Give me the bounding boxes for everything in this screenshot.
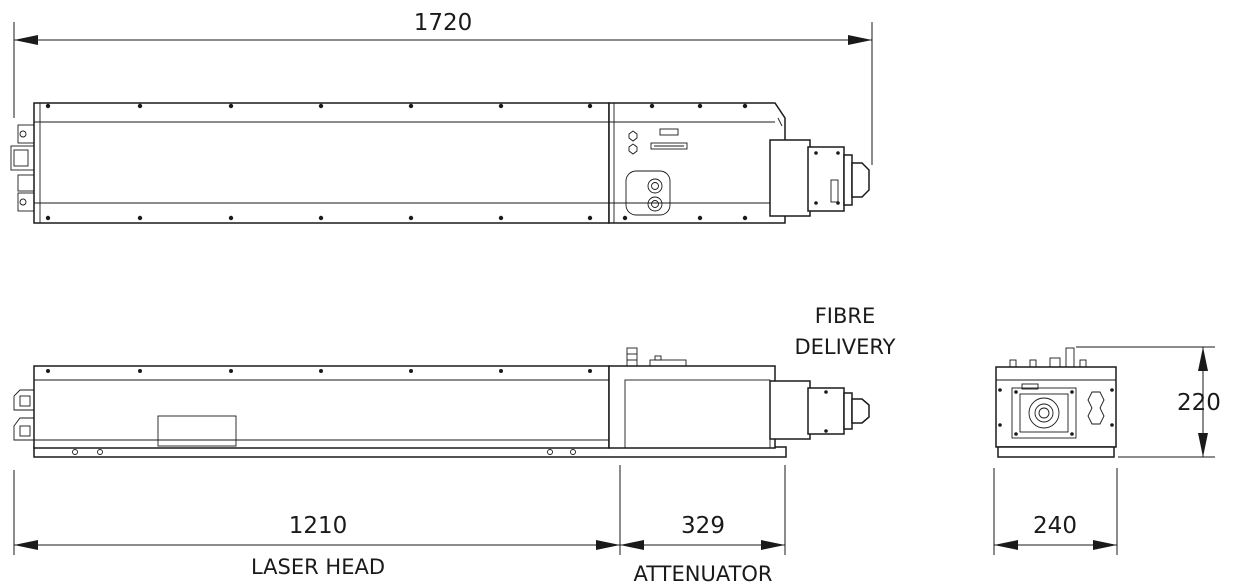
end-view: 220 240 (993, 346, 1221, 555)
top-fibre-delivery (769, 139, 870, 217)
top-attenuator-body (608, 102, 786, 224)
side-fibre-delivery (769, 380, 870, 440)
width-label: 240 (1033, 513, 1077, 539)
fibre-delivery-label-2: DELIVERY (794, 335, 895, 359)
laser-head-length-label: 1210 (289, 513, 348, 539)
side-left-fittings (13, 389, 34, 441)
height-label: 220 (1177, 390, 1221, 416)
side-laser-head-body (33, 365, 610, 449)
overall-length-label: 1720 (414, 10, 473, 36)
top-laser-head-body (33, 102, 610, 224)
top-view: 1720 (10, 10, 873, 224)
side-dimensions: 1210 329 LASER HEAD ATTENUATOR (13, 465, 786, 585)
end-view-body (995, 366, 1117, 448)
fibre-delivery-label-1: FIBRE (815, 304, 876, 328)
side-panel (157, 415, 237, 447)
attenuator-label: ATTENUATOR (633, 562, 772, 585)
side-attenuator-body (608, 365, 776, 449)
side-view: FIBRE DELIVERY (13, 304, 896, 585)
attenuator-length-label: 329 (681, 513, 725, 539)
end-view-dimensions: 220 240 (993, 346, 1221, 555)
end-view-base (997, 446, 1115, 458)
top-connectors (625, 117, 783, 216)
top-screws (45, 103, 775, 221)
laser-head-label: LASER HEAD (251, 555, 385, 579)
top-left-fittings (10, 124, 35, 212)
overall-length-dimension: 1720 (13, 10, 873, 165)
